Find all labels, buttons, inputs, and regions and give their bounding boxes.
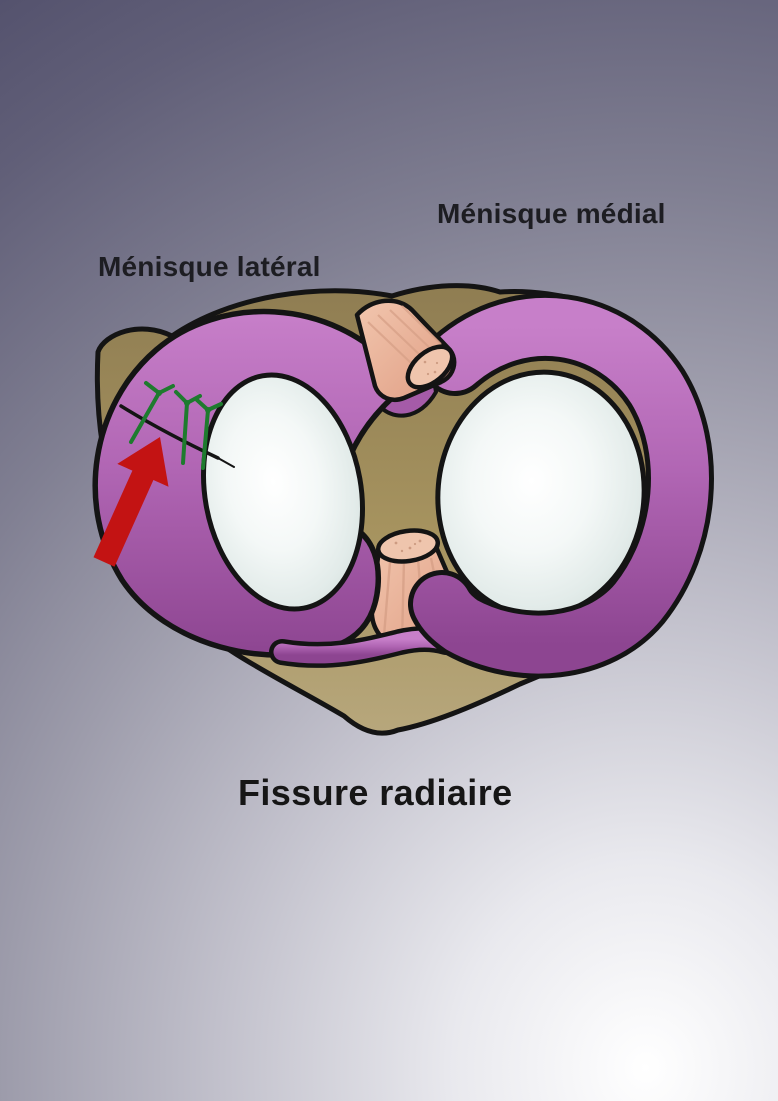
fissure-arrow-icon (93, 437, 169, 567)
suture-stitch (174, 390, 202, 465)
cut-face-speckles (423, 360, 439, 376)
lateral-condyle-surface (200, 372, 366, 612)
label-lateral-meniscus: Ménisque latéral (98, 251, 321, 282)
medial-meniscus-shape (408, 292, 714, 679)
top-ligament-stump (354, 298, 457, 403)
ligament-fiber-streaks (367, 305, 442, 365)
suture-stitches (129, 381, 223, 470)
cut-face-speckles (394, 539, 422, 553)
suture-stitch (195, 398, 223, 470)
suture-stitch (129, 381, 175, 444)
label-medial-meniscus: Ménisque médial (437, 198, 666, 229)
top-ligament-cut-face (405, 344, 455, 390)
bottom-ligament-cut-face (375, 528, 441, 564)
caption-fissure-radiaire: Fissure radiaire (238, 772, 513, 813)
